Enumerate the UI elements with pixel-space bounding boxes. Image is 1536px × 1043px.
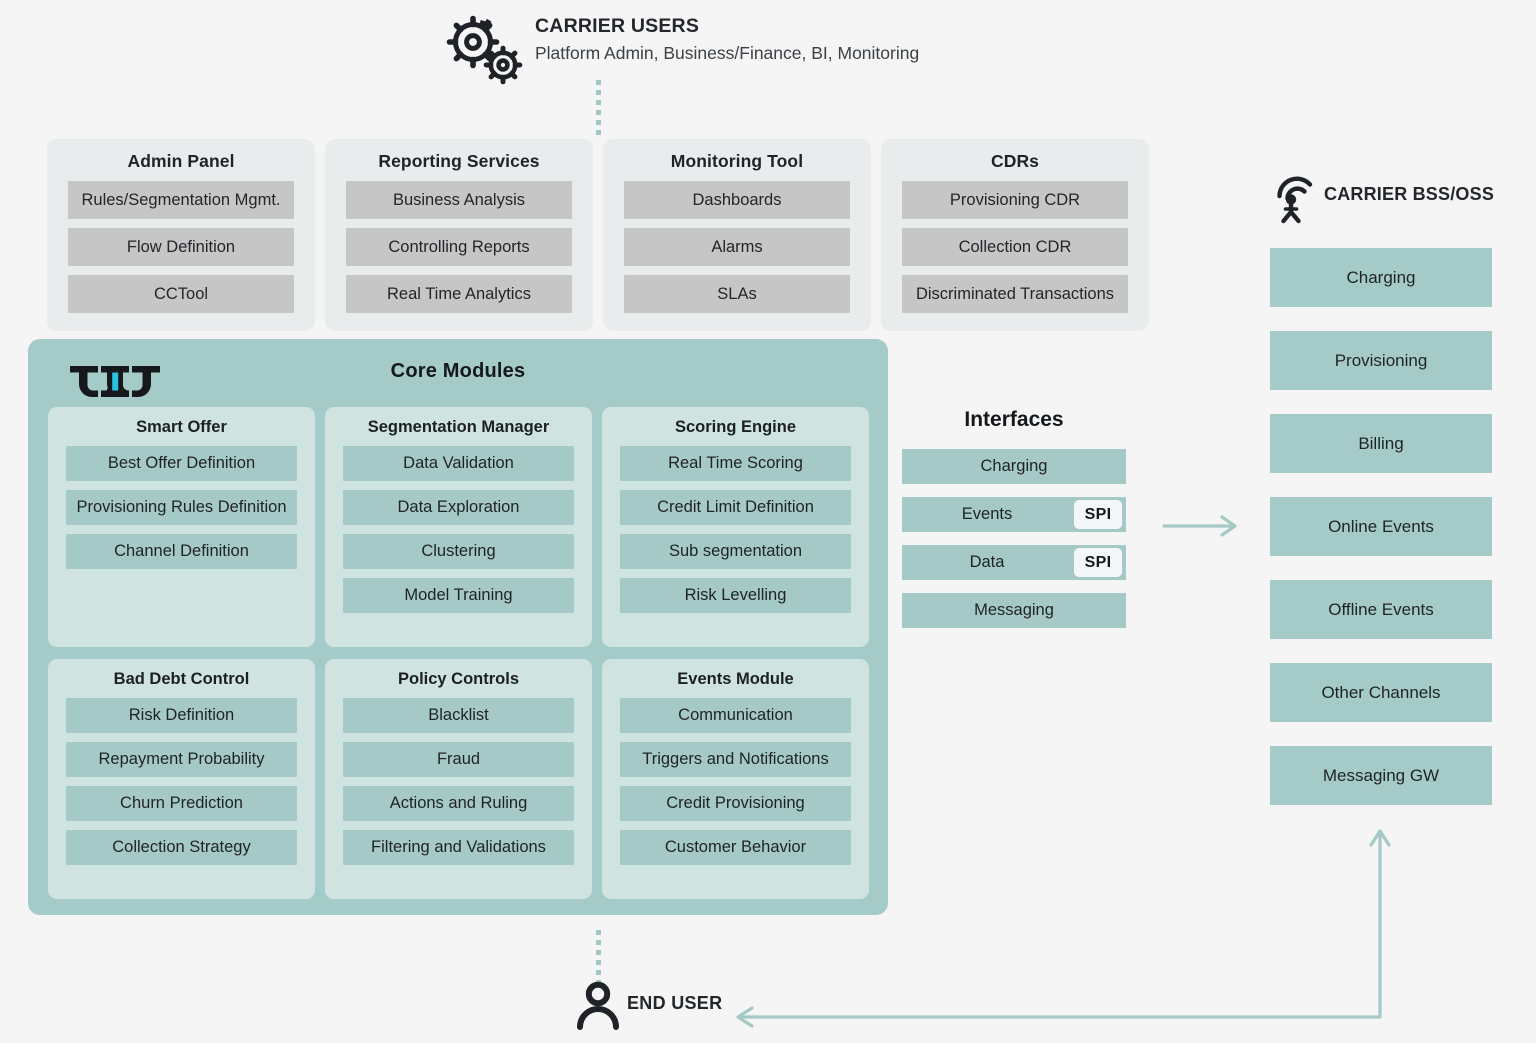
module-item[interactable]: Risk Definition [66,698,297,733]
module-item[interactable]: Triggers and Notifications [620,742,851,777]
module-item[interactable]: Sub segmentation [620,534,851,569]
module-segmentation-manager: Segmentation Manager Data Validation Dat… [325,407,592,647]
module-item[interactable]: Model Training [343,578,574,613]
panel-item[interactable]: Controlling Reports [346,228,572,266]
panel-title: Admin Panel [127,151,235,171]
module-item[interactable]: Communication [620,698,851,733]
module-title: Events Module [677,670,794,688]
gears-icon [446,15,523,85]
panel-item[interactable]: Flow Definition [68,228,294,266]
module-item[interactable]: Credit Limit Definition [620,490,851,525]
bss-item-charging[interactable]: Charging [1270,248,1492,307]
bss-item-billing[interactable]: Billing [1270,414,1492,473]
bss-item-online-events[interactable]: Online Events [1270,497,1492,556]
end-user-label: END USER [627,993,723,1013]
panel-title: CDRs [990,151,1040,171]
panel-item[interactable]: Business Analysis [346,181,572,219]
carrier-users-actor: CARRIER USERS Platform Admin, Business/F… [447,12,1147,85]
module-item[interactable]: Collection Strategy [66,830,297,865]
module-item[interactable]: Blacklist [343,698,574,733]
interface-label: Events [961,505,1013,523]
interface-label: Messaging [974,601,1054,619]
interface-item-charging[interactable]: Charging [902,449,1126,484]
gear-large-icon [446,15,500,69]
module-item[interactable]: Repayment Probability [66,742,297,777]
interfaces-title: Interfaces [964,408,1064,431]
interface-label: Charging [980,457,1048,475]
arrow-interfaces-to-bss [1162,515,1237,537]
panel-item[interactable]: Provisioning CDR [902,181,1128,219]
gear-small-icon [483,45,523,85]
module-title: Bad Debt Control [113,670,250,688]
connector-end-user [596,930,601,982]
module-policy-controls: Policy Controls Blacklist Fraud Actions … [325,659,592,899]
module-title: Policy Controls [397,670,520,688]
bss-item-provisioning[interactable]: Provisioning [1270,331,1492,390]
module-item[interactable]: Customer Behavior [620,830,851,865]
module-scoring-engine: Scoring Engine Real Time Scoring Credit … [602,407,869,647]
module-item[interactable]: Provisioning Rules Definition [66,490,297,525]
module-item[interactable]: Filtering and Validations [343,830,574,865]
antenna-icon [1277,176,1313,224]
interface-item-data[interactable]: Data SPI [902,545,1126,580]
module-title: Segmentation Manager [367,418,550,436]
module-item[interactable]: Best Offer Definition [66,446,297,481]
module-item[interactable]: Credit Provisioning [620,786,851,821]
module-title: Smart Offer [136,418,227,436]
panel-title: Reporting Services [378,151,540,171]
panel-title: Monitoring Tool [670,151,804,171]
spi-badge: SPI [1074,548,1122,577]
panel-item[interactable]: Dashboards [624,181,850,219]
core-modules-title: Core Modules [390,360,526,382]
spi-badge: SPI [1074,500,1122,529]
module-item[interactable]: Actions and Ruling [343,786,574,821]
carrier-bss-title: CARRIER BSS/OSS [1324,184,1495,204]
panel-item[interactable]: Real Time Analytics [346,275,572,313]
panel-item[interactable]: SLAs [624,275,850,313]
module-item[interactable]: Data Exploration [343,490,574,525]
person-icon [577,981,619,1030]
panel-monitoring-tool: Monitoring Tool Dashboards Alarms SLAs [603,139,871,331]
carrier-users-subtitle: Platform Admin, Business/Finance, BI, Mo… [535,43,920,63]
core-modules-panel: Core Modules Smart Offer Best Offer Defi… [28,339,888,915]
module-item[interactable]: Data Validation [343,446,574,481]
bss-item-other-channels[interactable]: Other Channels [1270,663,1492,722]
carrier-users-title: CARRIER USERS [535,15,700,37]
bss-item-offline-events[interactable]: Offline Events [1270,580,1492,639]
panel-admin-panel: Admin Panel Rules/Segmentation Mgmt. Flo… [47,139,315,331]
bss-item-messaging-gw[interactable]: Messaging GW [1270,746,1492,805]
panel-cdrs: CDRs Provisioning CDR Collection CDR Dis… [881,139,1149,331]
module-bad-debt-control: Bad Debt Control Risk Definition Repayme… [48,659,315,899]
end-user-actor: END USER [575,980,835,1032]
connector-carrier-users [596,80,601,136]
interface-item-messaging[interactable]: Messaging [902,593,1126,628]
module-item[interactable]: Clustering [343,534,574,569]
module-item[interactable]: Fraud [343,742,574,777]
panel-item[interactable]: Rules/Segmentation Mgmt. [68,181,294,219]
interfaces-group: Interfaces Charging Events SPI Data SPI … [902,403,1126,643]
module-item[interactable]: Risk Levelling [620,578,851,613]
module-smart-offer: Smart Offer Best Offer Definition Provis… [48,407,315,647]
panel-item[interactable]: Collection CDR [902,228,1128,266]
tut-logo-icon [70,366,160,397]
panel-reporting-services: Reporting Services Business Analysis Con… [325,139,593,331]
module-item[interactable]: Channel Definition [66,534,297,569]
module-events-module: Events Module Communication Triggers and… [602,659,869,899]
interface-label: Data [969,553,1005,571]
module-item[interactable]: Churn Prediction [66,786,297,821]
module-title: Scoring Engine [674,418,796,436]
panel-item[interactable]: Alarms [624,228,850,266]
module-item[interactable]: Real Time Scoring [620,446,851,481]
interface-item-events[interactable]: Events SPI [902,497,1126,532]
panel-item[interactable]: CCTool [68,275,294,313]
panel-item[interactable]: Discriminated Transactions [902,275,1128,313]
carrier-bss-header: CARRIER BSS/OSS [1270,172,1530,228]
